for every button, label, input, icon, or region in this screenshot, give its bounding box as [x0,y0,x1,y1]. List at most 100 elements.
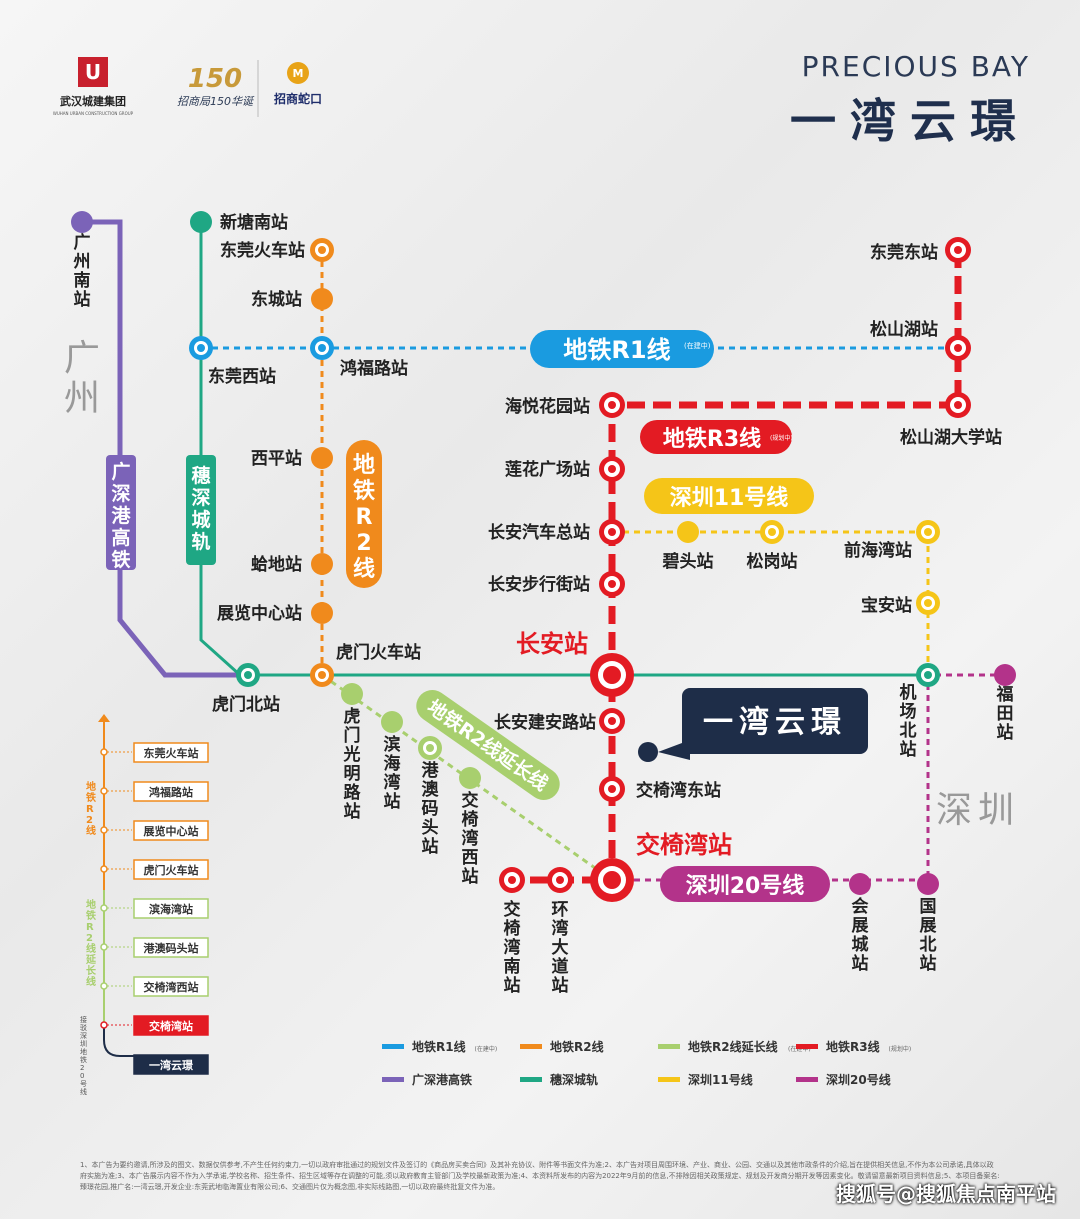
station-label-binhai: 滨海湾站 [384,734,401,812]
station-label-jiaoyi: 交椅湾站 [636,831,732,859]
wuhan-logo-glyph: U [85,60,101,84]
station-songshanhu [945,335,971,361]
station-label-dg-west: 东莞西站 [208,366,276,387]
svg-text:深圳11号线: 深圳11号线 [670,485,789,511]
svg-text:深圳20号线: 深圳20号线 [826,1072,891,1087]
station-airport-north [916,663,940,687]
svg-text:穗深城轨: 穗深城轨 [550,1072,598,1087]
station-label-ssh-univ: 松山湖大学站 [900,427,1002,448]
badge-sz20: 深圳20号线 [660,866,830,902]
station-label-dongcheng: 东城站 [251,289,302,310]
station-label-changan-walk: 长安步行街站 [488,574,590,595]
station-gz-south [71,211,93,233]
mini-stop: 展览中心站 [100,820,209,841]
station-label-bitou: 碧头站 [662,551,714,572]
svg-text:(在建中): (在建中) [684,341,711,350]
developer-1-en: WUHAN URBAN CONSTRUCTION GROUP [53,111,134,116]
station-xintang-south [190,211,212,233]
line-gsg [82,219,248,678]
station-hongfu [310,336,334,360]
project-name-en: PRECIOUS BAY [801,50,1030,83]
badge-r3: 地铁R3线 (规划中) [640,420,793,454]
station-label-gz-south: 广州南站 [73,232,91,310]
svg-text:(规划中): (规划中) [889,1045,912,1053]
svg-text:地铁R3线: 地铁R3线 [663,426,761,452]
mini-map-arrow-icon [98,714,110,722]
station-jiaoyi-south [499,867,525,893]
developer-1-name: 武汉城建集团 [60,94,126,108]
station-label-humen-train: 虎门火车站 [336,642,421,663]
region-guangzhou: 广 州 [64,338,100,419]
station-huizhan [849,873,871,895]
station-jiaoyi-east [599,776,625,802]
region-guangzhou-char-1: 广 [64,338,100,379]
svg-text:穗深城轨: 穗深城轨 [191,464,210,553]
region-shenzhen: 深圳 [936,790,1020,831]
station-label-hongfu: 鸿福路站 [340,358,408,379]
svg-text:地铁R2线: 地铁R2线 [550,1039,604,1054]
station-label-songgang: 松岗站 [747,551,798,572]
station-changan [590,653,634,697]
legend-item: 地铁R3线 (规划中) [796,1039,911,1054]
station-xiping [311,447,333,469]
station-label-dg-east: 东莞东站 [870,242,938,263]
legend-item: 地铁R2线 [520,1039,604,1054]
badge-gsg: 广深港高铁 [106,455,136,571]
station-changan-bus [599,519,625,545]
station-gangao [418,736,442,760]
station-gedi [311,553,333,575]
svg-text:深圳20号线: 深圳20号线 [686,873,805,899]
svg-text:深圳11号线: 深圳11号线 [688,1072,753,1087]
svg-text:交椅湾站: 交椅湾站 [149,1019,193,1033]
mini-stop: 东莞火车站 [100,742,209,763]
svg-text:地铁R2线: 地铁R2线 [86,780,96,837]
line-sscg [199,222,242,677]
svg-text:地铁R2线延长线: 地铁R2线延长线 [688,1039,778,1054]
station-label-lianhua: 莲花广场站 [505,459,590,480]
station-futian [994,664,1016,686]
anniversary-mark-icon: 150 [188,64,242,94]
station-dg-train [310,238,334,262]
station-label-humen-guangming: 虎门光明路站 [343,707,362,822]
station-qianhai [916,520,940,544]
station-huanwan [547,867,573,893]
station-baoan [916,591,940,615]
station-jiaoyi-west [459,767,481,789]
legend-item: 广深港高铁 [382,1072,472,1087]
station-label-expo: 展览中心站 [217,603,302,624]
station-dg-west [189,336,213,360]
svg-text:交椅湾西站: 交椅湾西站 [144,980,199,994]
station-changan-walk [599,571,625,597]
station-label-changan-bus: 长安汽车总站 [488,522,590,543]
svg-text:M: M [293,67,304,80]
station-label-jiaoyi-south: 交椅湾南站 [504,899,521,996]
station-label-huanwan: 环湾大道站 [552,900,569,996]
svg-text:广深港高铁: 广深港高铁 [111,460,131,571]
stations [71,211,1016,902]
badge-sz11: 深圳11号线 [644,478,814,514]
station-humen-north [236,663,260,687]
svg-text:鸿福路站: 鸿福路站 [149,785,193,799]
mini-stop: 鸿福路站 [100,781,209,802]
svg-text:广深港高铁: 广深港高铁 [412,1072,472,1087]
svg-text:地铁R3线: 地铁R3线 [826,1039,880,1054]
station-label-guozhan-north: 国展北站 [920,897,937,974]
station-humen-train [310,663,334,687]
mini-stop: 港澳码头站 [100,937,209,958]
project-brand: PRECIOUS BAY 一湾云璟 [790,50,1030,151]
station-label-jiaoyi-east: 交椅湾东站 [636,780,721,801]
developer-logos: U 武汉城建集团 WUHAN URBAN CONSTRUCTION GROUP … [53,57,322,117]
station-label-gangao: 港澳码头站 [422,760,440,857]
svg-text:地铁R2线: 地铁R2线 [353,453,375,582]
mini-stop: 虎门火车站 [100,859,209,880]
station-dongcheng [311,288,333,310]
mini-stop: 一湾云璟 [133,1054,209,1075]
badge-sscg: 穗深城轨 [186,455,216,565]
svg-text:展览中心站: 展览中心站 [143,824,199,838]
project-callout: 一湾云璟 [638,688,868,762]
mini-stop: 交椅湾西站 [100,976,209,997]
station-dg-east [945,237,971,263]
